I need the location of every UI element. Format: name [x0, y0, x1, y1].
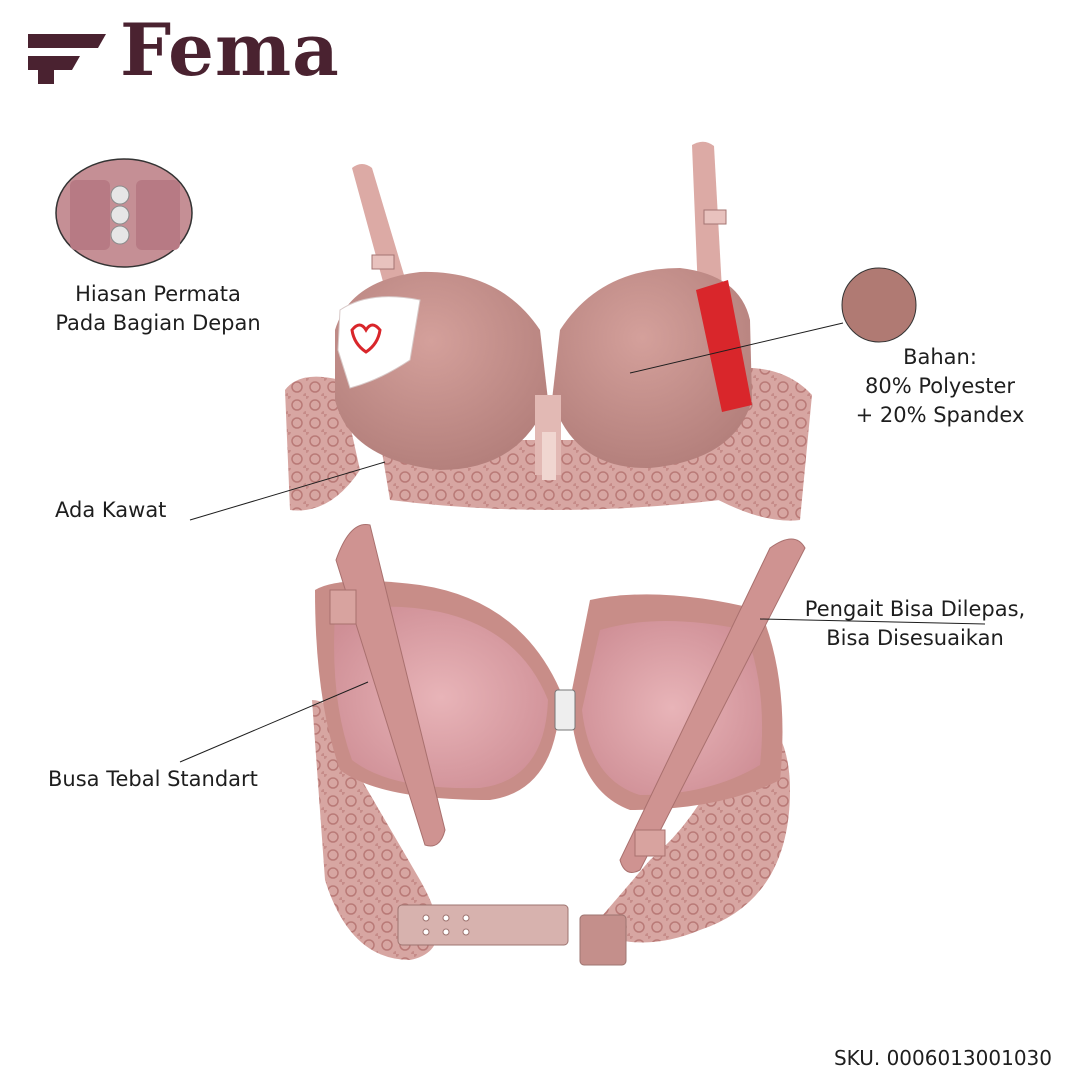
wire-leader-line	[189, 461, 386, 521]
material-callout-line3: + 20% Spandex	[855, 403, 1025, 427]
gem-callout: Hiasan Permata Pada Bagian Depan	[40, 280, 276, 338]
brand-name: Fema	[120, 7, 340, 92]
bra-inside-view	[312, 523, 806, 966]
sku-label: SKU. 0006013001030	[833, 1046, 1052, 1070]
strap-callout: Pengait Bisa Dilepas, Bisa Disesuaikan	[790, 595, 1040, 653]
foam-leader-line	[179, 681, 369, 763]
material-callout: Bahan: 80% Polyester + 20% Spandex	[840, 343, 1040, 430]
gem-callout-line1: Hiasan Permata	[75, 282, 241, 306]
material-callout-line1: Bahan:	[903, 345, 977, 369]
strap-callout-line2: Bisa Disesuaikan	[826, 626, 1004, 650]
material-leader-line	[629, 322, 844, 374]
brand-logo: Fema	[28, 14, 388, 88]
strap-callout-line1: Pengait Bisa Dilepas,	[804, 597, 1026, 621]
gem-callout-line2: Pada Bagian Depan	[55, 311, 261, 335]
gem-detail-zoom	[55, 158, 193, 268]
wire-callout: Ada Kawat	[55, 498, 167, 522]
material-callout-line2: 80% Polyester	[864, 374, 1016, 398]
fabric-swatch	[841, 267, 917, 343]
bra-front-view	[285, 141, 812, 521]
strap-leader-line	[759, 618, 986, 625]
fema-logo-icon	[28, 34, 106, 84]
foam-callout: Busa Tebal Standart	[48, 767, 258, 791]
